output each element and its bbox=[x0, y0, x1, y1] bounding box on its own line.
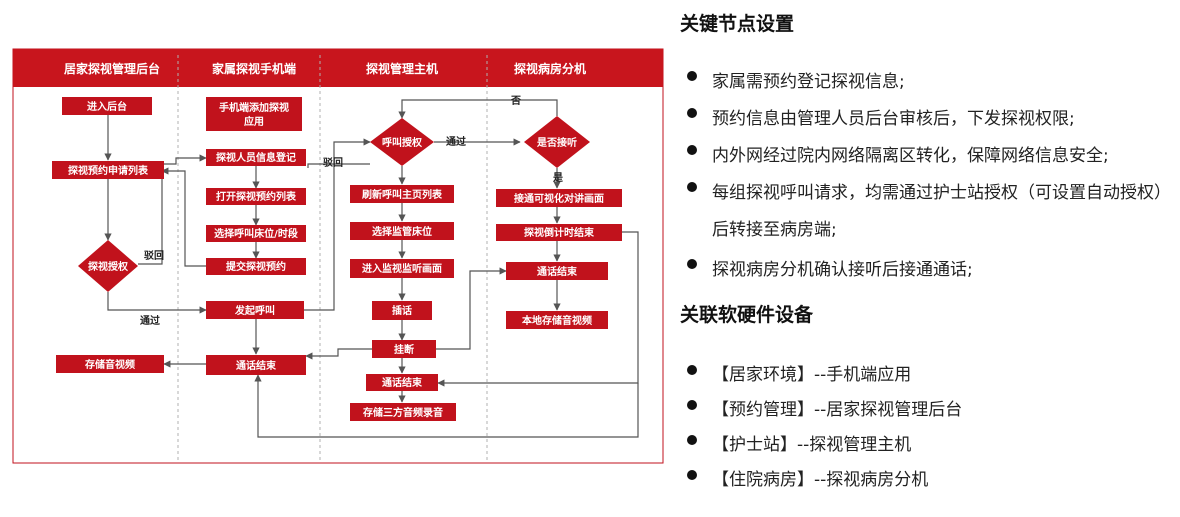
edge-label-yes: 是 bbox=[552, 172, 563, 184]
node-refresh-list-label: 刷新呼叫主页列表 bbox=[362, 188, 443, 201]
edge-answer-no bbox=[398, 99, 558, 119]
device-item: 【预约管理】--居家探视管理后台 bbox=[682, 393, 962, 428]
device-item: 【住院病房】--探视病房分机 bbox=[682, 463, 962, 498]
node-enter-monitor-screen bbox=[350, 259, 454, 278]
node-approve-decision-label: 探视授权 bbox=[88, 260, 129, 273]
key-nodes-list: 家属需预约登记探视信息; 预约信息由管理人员后台审核后，下发探视权限; 内外网经… bbox=[682, 64, 1180, 289]
key-point-item: 内外网经过院内网络隔离区转化，保障网络信息安全; bbox=[682, 138, 1180, 175]
node-refresh-list bbox=[350, 185, 454, 203]
node-initiate-call bbox=[206, 301, 304, 319]
node-submit-booking bbox=[206, 258, 306, 275]
key-point-item: 每组探视呼叫请求，均需通过护士站授权（可设置自动授权）后转接至病房端; bbox=[682, 175, 1180, 249]
edge-list-to-register bbox=[164, 154, 207, 165]
node-hang-up-label: 挂断 bbox=[394, 343, 414, 356]
node-open-booking-list-label: 打开探视预约列表 bbox=[216, 190, 297, 203]
info-panel: 关键节点设置 家属需预约登记探视信息; 预约信息由管理人员后台审核后，下发探视权… bbox=[676, 0, 1180, 517]
node-select-monitor-bed bbox=[350, 222, 454, 240]
devices-title: 关联软硬件设备 bbox=[680, 304, 814, 326]
edge-initiate-to-auth bbox=[304, 138, 371, 311]
node-local-store bbox=[506, 311, 608, 329]
edge-hangup-to-ward-end bbox=[436, 267, 507, 350]
node-initiate-call-label: 发起呼叫 bbox=[234, 304, 275, 317]
node-connect-video bbox=[496, 189, 622, 207]
node-submit-booking-label: 提交探视预约 bbox=[226, 260, 286, 273]
node-interject bbox=[372, 301, 432, 320]
node-enter-backend-label: 进入后台 bbox=[87, 100, 127, 113]
device-item: 【居家环境】--手机端应用 bbox=[682, 358, 962, 393]
devices-list: 【居家环境】--手机端应用 【预约管理】--居家探视管理后台 【护士站】--探视… bbox=[682, 358, 962, 498]
node-hang-up bbox=[372, 340, 436, 358]
key-point-item: 探视病房分机确认接听后接通通话; bbox=[682, 252, 1180, 289]
node-approve-decision bbox=[78, 240, 138, 292]
node-store-third-party-label: 存储三方音频录音 bbox=[363, 406, 443, 419]
flowchart-diagram: 居家探视管理后台 家属探视手机端 探视管理主机 探视病房分机 bbox=[12, 48, 664, 464]
edge-label-pass-2: 通过 bbox=[446, 135, 466, 148]
node-app-add-visit bbox=[206, 97, 302, 131]
node-store-av-backend bbox=[56, 355, 164, 373]
key-point-item: 家属需预约登记探视信息; bbox=[682, 64, 1180, 101]
device-item: 【护士站】--探视管理主机 bbox=[682, 428, 962, 463]
lane-header-bar bbox=[13, 49, 663, 87]
node-store-third-party bbox=[350, 403, 456, 421]
edge-submit-to-list bbox=[161, 167, 206, 267]
lane-title-ward: 探视病房分机 bbox=[514, 61, 586, 76]
node-interject-label: 插话 bbox=[392, 304, 412, 317]
edge-label-pass-1: 通过 bbox=[140, 314, 160, 327]
node-timeout-end bbox=[496, 224, 622, 241]
lane-title-mobile: 家属探视手机端 bbox=[212, 61, 296, 76]
edge-host-end-to-app-end bbox=[254, 374, 639, 438]
key-point-item: 预约信息由管理人员后台审核后，下发探视权限; bbox=[682, 101, 1180, 138]
node-open-booking-list bbox=[206, 188, 306, 205]
node-request-list bbox=[52, 161, 164, 179]
key-nodes-title: 关键节点设置 bbox=[680, 13, 795, 35]
node-call-end-ward bbox=[506, 262, 608, 280]
node-call-end-host-label: 通话结束 bbox=[382, 376, 423, 389]
node-store-av-backend-label: 存储音视频 bbox=[85, 358, 135, 371]
node-call-end-ward-label: 通话结束 bbox=[537, 265, 578, 278]
edge-auth-reject bbox=[307, 163, 370, 168]
node-call-auth-decision bbox=[370, 118, 434, 166]
edge-approve-pass bbox=[107, 292, 207, 314]
node-request-list-label: 探视预约申请列表 bbox=[68, 164, 149, 177]
node-call-end-host bbox=[366, 374, 438, 391]
node-answer-decision-label: 是否接听 bbox=[536, 136, 577, 149]
node-enter-monitor-screen-label: 进入监视监听画面 bbox=[362, 262, 442, 275]
node-select-monitor-bed-label: 选择监管床位 bbox=[372, 225, 432, 238]
node-enter-backend bbox=[62, 97, 152, 115]
node-register-visitor bbox=[206, 149, 306, 166]
node-app-add-visit-label-1: 手机端添加探视 bbox=[219, 101, 289, 114]
edge-timeout-to-host-end bbox=[437, 231, 639, 387]
node-local-store-label: 本地存储音视频 bbox=[522, 314, 592, 327]
node-call-end-app-label: 通话结束 bbox=[236, 359, 277, 372]
node-timeout-end-label: 探视倒计时结束 bbox=[524, 226, 595, 239]
edge-label-reject-2: 驳回 bbox=[323, 156, 343, 169]
node-select-bed-time-label: 选择呼叫床位/时段 bbox=[214, 227, 298, 240]
node-call-auth-decision-label: 呼叫授权 bbox=[382, 136, 423, 149]
node-answer-decision bbox=[524, 116, 590, 168]
edge-hangup-to-app-end bbox=[305, 348, 372, 360]
node-call-end-app bbox=[206, 355, 306, 375]
node-select-bed-time bbox=[206, 225, 306, 242]
lane-title-host: 探视管理主机 bbox=[366, 61, 438, 76]
edge-label-reject-1: 驳回 bbox=[144, 249, 164, 262]
node-register-visitor-label: 探视人员信息登记 bbox=[216, 151, 296, 164]
edge-label-no: 否 bbox=[510, 95, 521, 107]
node-app-add-visit-label-2: 应用 bbox=[244, 115, 264, 128]
lane-title-backend: 居家探视管理后台 bbox=[64, 61, 160, 76]
node-connect-video-label: 接通可视化对讲画面 bbox=[514, 192, 604, 205]
